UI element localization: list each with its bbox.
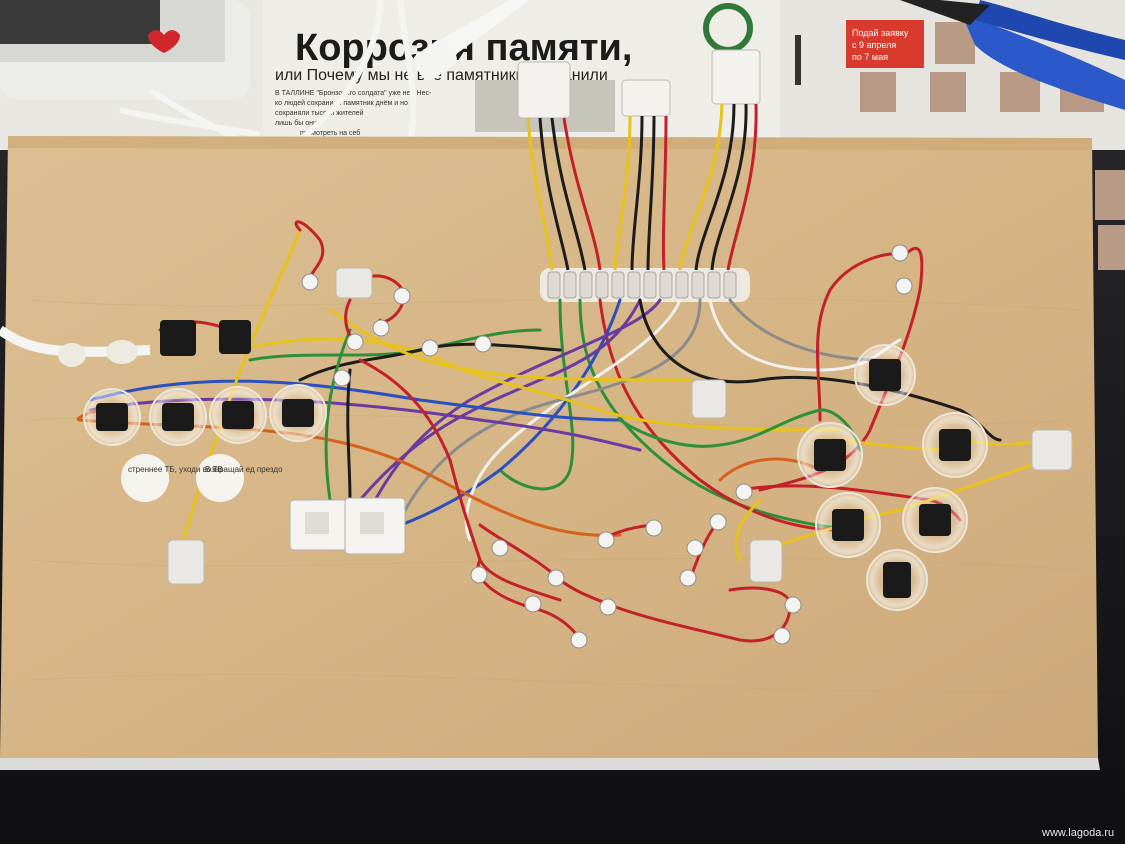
heart-sticker bbox=[148, 30, 180, 53]
newspaper-snippet-4: лишь бы они bbox=[275, 119, 317, 127]
sticker-left-text: стреннее ТБ, уходи возвращай ед прездо bbox=[128, 465, 283, 474]
watermark: www.lagoda.ru bbox=[1041, 827, 1114, 839]
pliers bbox=[900, 0, 1125, 110]
glue-tube bbox=[413, 0, 530, 81]
monitor-corner bbox=[0, 0, 250, 100]
paper-stickers: стреннее ТБ, уходи возвращай ед прездо В… bbox=[121, 454, 283, 502]
start-buttons bbox=[167, 267, 1073, 585]
newspaper-ad-block bbox=[846, 20, 924, 68]
sticker-right-text: В ТВ bbox=[205, 465, 223, 474]
screw-terminals bbox=[301, 244, 913, 649]
terminal-block bbox=[540, 268, 750, 302]
newspaper-ad-line-1: Подай заявку bbox=[852, 28, 909, 38]
newspaper-snippet-1: В ТАЛЛИНЕ "Бронзового солдата" уже нет. … bbox=[275, 90, 432, 97]
power-cable bbox=[0, 325, 151, 367]
newspaper-snippet-3: сохраняли тысячи жителей bbox=[275, 109, 364, 117]
arcade-buttons bbox=[83, 320, 988, 611]
molex-connectors bbox=[517, 49, 761, 119]
newspaper-snippet-2: ко людей сохранили памятник днём и но bbox=[275, 99, 408, 107]
newspaper-snippet-5: посмотреть на себ bbox=[300, 129, 360, 137]
plug-connectors bbox=[289, 497, 406, 555]
wiring-tangle bbox=[76, 220, 1074, 643]
newspaper-ad-line-2: с 9 апреля bbox=[852, 40, 896, 50]
harness-wires bbox=[526, 103, 758, 271]
newspaper-ad-line-3: по 7 мая bbox=[852, 52, 888, 62]
white-cables bbox=[119, 0, 417, 143]
